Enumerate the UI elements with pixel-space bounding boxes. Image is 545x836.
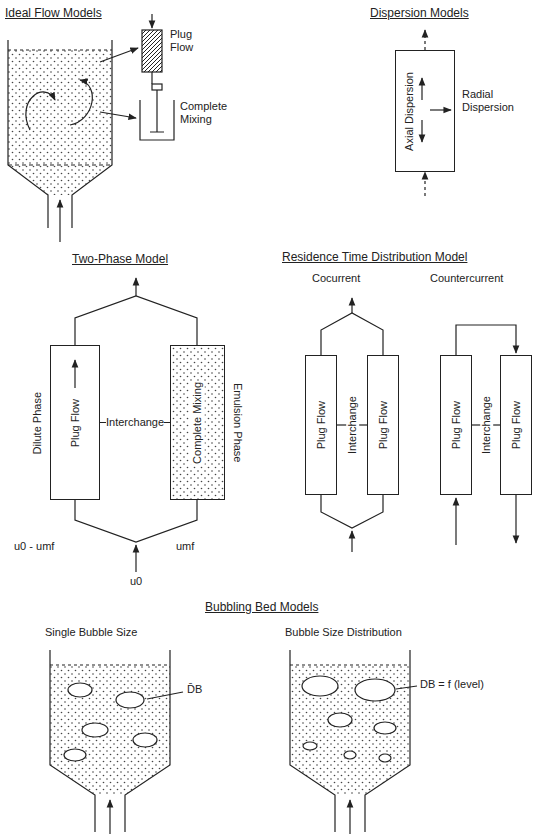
two-phase-flow-lines: [75, 278, 225, 572]
flow-box: Complete MixingEmulsion Phase: [170, 345, 225, 500]
bubble-label: D̄B: [187, 683, 202, 696]
flow-box: Plug Flow: [305, 355, 337, 495]
subheading: Countercurrent: [430, 272, 503, 285]
rtd-flow-lines: [321, 298, 516, 552]
edge-label: Interchange: [106, 416, 164, 429]
edge-label: Interchange: [346, 396, 359, 454]
box-text: Plug Flow: [449, 400, 464, 450]
section-heading: Ideal Flow Models: [5, 6, 102, 20]
plug-flow-tube: [142, 14, 162, 84]
velocity-label: u0: [130, 575, 142, 588]
section-heading: Dispersion Models: [370, 6, 469, 20]
flow-box: Dilute PhasePlug Flow: [50, 345, 100, 500]
model-label: Radial Dispersion: [462, 88, 532, 114]
flow-box: Axial Dispersion: [395, 50, 455, 172]
velocity-label: u0 - umf: [14, 540, 54, 553]
bubbling-bed-distribution: [290, 650, 417, 834]
flow-box: Plug Flow: [367, 355, 399, 495]
subheading: Single Bubble Size: [45, 626, 137, 639]
flow-box: Plug Flow: [500, 355, 532, 495]
section-heading: Two-Phase Model: [72, 252, 168, 266]
phase-label: Emulsion Phase: [230, 382, 245, 464]
box-text: Plug Flow: [376, 400, 391, 450]
box-text: Plug Flow: [314, 400, 329, 450]
section-heading: Bubbling Bed Models: [205, 600, 318, 614]
model-label: Plug Flow: [170, 28, 204, 54]
subheading: Cocurrent: [312, 272, 360, 285]
box-text: Axial Dispersion: [402, 71, 417, 152]
velocity-label: umf: [176, 540, 194, 553]
stirred-tank: [140, 84, 174, 140]
fluid-bed-vessel: [8, 40, 138, 242]
flow-box: Plug Flow: [440, 355, 472, 495]
subheading: Bubble Size Distribution: [285, 626, 402, 639]
box-text: Plug Flow: [509, 400, 524, 450]
bubbling-bed-single: [50, 650, 183, 834]
box-text: Plug Flow: [68, 398, 83, 448]
model-label: Complete Mixing: [180, 100, 235, 126]
section-heading: Residence Time Distribution Model: [282, 250, 467, 264]
edge-label: Interchange: [480, 396, 493, 454]
bubble-label: DB = f (level): [420, 678, 484, 691]
phase-label: Dilute Phase: [30, 391, 45, 455]
box-text: Complete Mixing: [190, 381, 205, 465]
